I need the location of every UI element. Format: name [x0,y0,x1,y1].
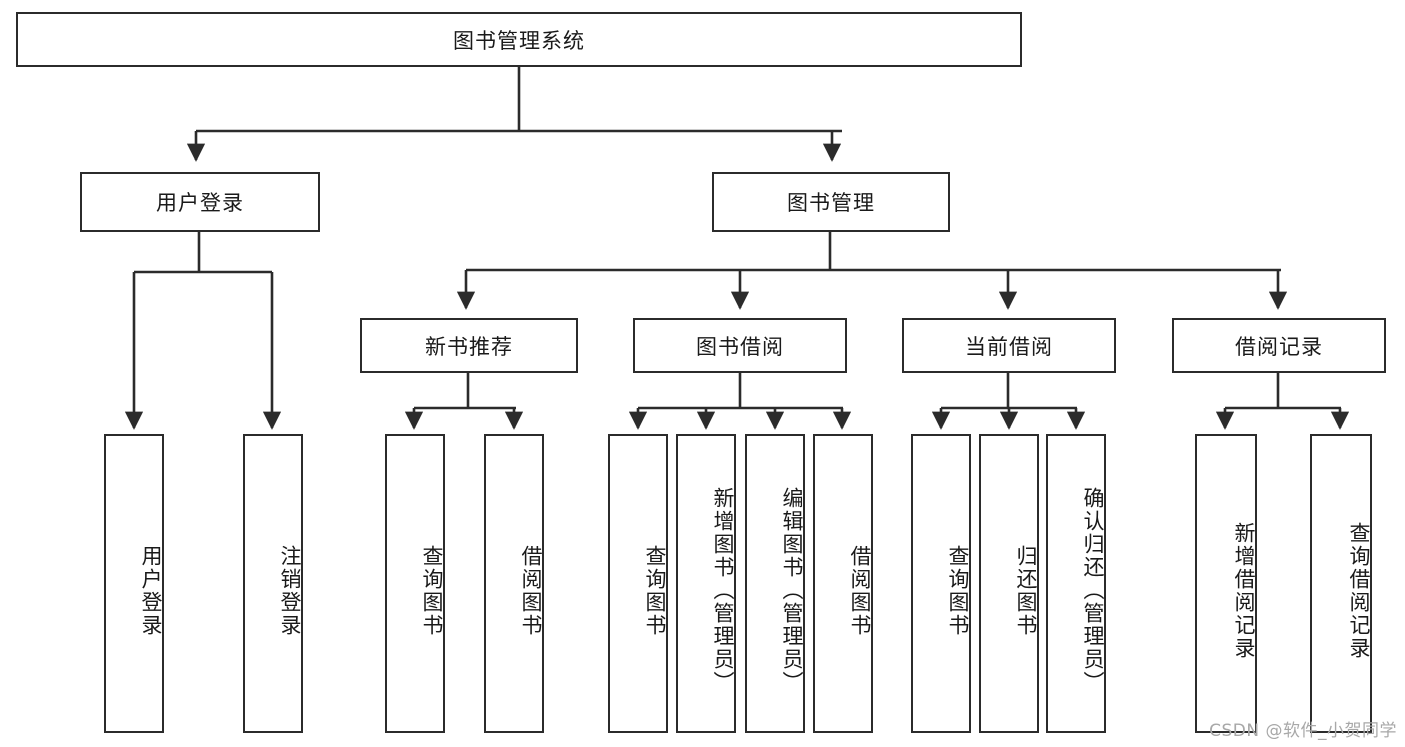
node-current-borrow[interactable]: 当前借阅 [902,318,1116,373]
node-book-manage-label: 图书管理 [787,191,875,215]
node-leaf-add-book-label: 新增图书（管理员） [711,487,735,694]
node-user-login-label: 用户登录 [156,191,244,215]
watermark-text: CSDN @软件_小贺同学 [1209,721,1397,741]
node-leaf-edit-book-label: 编辑图书（管理员） [780,487,804,694]
node-leaf-confirm-return-label: 确认归还（管理员） [1081,487,1105,694]
node-leaf-add-record-label: 新增借阅记录 [1232,521,1256,660]
node-user-login[interactable]: 用户登录 [80,172,320,232]
node-leaf-query-book-1[interactable]: 查询图书 [385,434,445,733]
node-current-borrow-label: 当前借阅 [965,334,1053,359]
node-root-label: 图书管理系统 [453,28,585,53]
node-root[interactable]: 图书管理系统 [16,12,1022,67]
node-new-book-recommend-label: 新书推荐 [425,334,513,359]
node-borrow-record-label: 借阅记录 [1235,334,1323,359]
node-leaf-logout-login-label: 注销登录 [278,544,302,637]
node-leaf-return-book[interactable]: 归还图书 [979,434,1039,733]
node-leaf-query-book-1-label: 查询图书 [420,544,444,637]
node-leaf-add-book[interactable]: 新增图书（管理员） [676,434,736,733]
node-leaf-query-record-label: 查询借阅记录 [1347,521,1371,660]
node-book-borrow[interactable]: 图书借阅 [633,318,847,373]
node-borrow-record[interactable]: 借阅记录 [1172,318,1386,373]
node-leaf-confirm-return[interactable]: 确认归还（管理员） [1046,434,1106,733]
node-leaf-borrow-book-2-label: 借阅图书 [848,544,872,637]
node-leaf-return-book-label: 归还图书 [1014,544,1038,637]
node-leaf-user-login[interactable]: 用户登录 [104,434,164,733]
node-leaf-logout-login[interactable]: 注销登录 [243,434,303,733]
node-leaf-borrow-book-1-label: 借阅图书 [519,544,543,637]
node-new-book-recommend[interactable]: 新书推荐 [360,318,578,373]
node-leaf-query-book-2[interactable]: 查询图书 [608,434,668,733]
node-leaf-add-record[interactable]: 新增借阅记录 [1195,434,1257,733]
node-leaf-query-book-3[interactable]: 查询图书 [911,434,971,733]
node-leaf-query-record[interactable]: 查询借阅记录 [1310,434,1372,733]
node-leaf-user-login-label: 用户登录 [139,544,163,637]
node-book-borrow-label: 图书借阅 [696,334,784,359]
node-leaf-borrow-book-1[interactable]: 借阅图书 [484,434,544,733]
node-leaf-borrow-book-2[interactable]: 借阅图书 [813,434,873,733]
node-leaf-query-book-2-label: 查询图书 [643,544,667,637]
node-leaf-query-book-3-label: 查询图书 [946,544,970,637]
node-leaf-edit-book[interactable]: 编辑图书（管理员） [745,434,805,733]
node-book-manage[interactable]: 图书管理 [712,172,950,232]
